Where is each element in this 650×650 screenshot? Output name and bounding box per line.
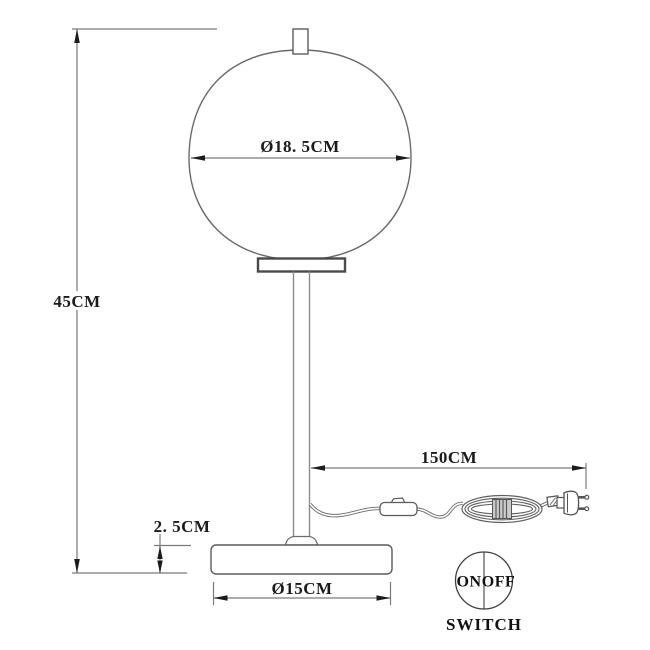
base-height-label: 2. 5CM <box>154 517 211 536</box>
inline-cord-switch <box>379 497 418 517</box>
stem-foot <box>284 535 319 546</box>
lamp-base <box>210 544 393 575</box>
plug-icon <box>546 490 590 516</box>
base-diameter-label: Ø15CM <box>271 579 332 598</box>
shade-diameter-label: Ø18. 5CM <box>260 137 340 156</box>
dimension-shade-diameter: Ø18. 5CM <box>191 137 410 161</box>
switch-button <box>390 497 406 504</box>
arrow-up-icon <box>74 29 80 43</box>
arrow-left-icon <box>311 465 325 471</box>
switch-off-label: OFF <box>482 574 516 591</box>
arrow-up-icon <box>157 546 163 559</box>
arrow-right-icon <box>376 595 391 601</box>
arrow-left-icon <box>191 155 205 161</box>
lamp-stem <box>292 271 311 537</box>
power-cord <box>308 499 552 519</box>
plug-body <box>563 490 580 516</box>
arrow-left-icon <box>213 595 228 601</box>
dimension-cord-length: 150CM <box>311 448 587 489</box>
arrow-right-icon <box>396 155 410 161</box>
shade-collar <box>256 257 347 273</box>
dimension-total-height: 45CM <box>53 28 217 574</box>
cord-length-label: 150CM <box>421 448 477 467</box>
dimension-base-height: 2. 5CM <box>154 517 211 574</box>
cable-coil <box>461 494 543 524</box>
arrow-down-icon <box>74 559 80 573</box>
switch-on-label: ON <box>457 574 482 591</box>
lamp-shade <box>188 49 412 261</box>
top-tube <box>292 28 309 55</box>
arrow-down-icon <box>157 560 163 574</box>
on-off-switch-symbol: ON OFF SWITCH <box>446 551 522 634</box>
switch-caption: SWITCH <box>446 615 522 634</box>
dimension-base-diameter: Ø15CM <box>212 579 392 605</box>
arrow-right-icon <box>572 465 586 471</box>
total-height-label: 45CM <box>53 292 100 311</box>
